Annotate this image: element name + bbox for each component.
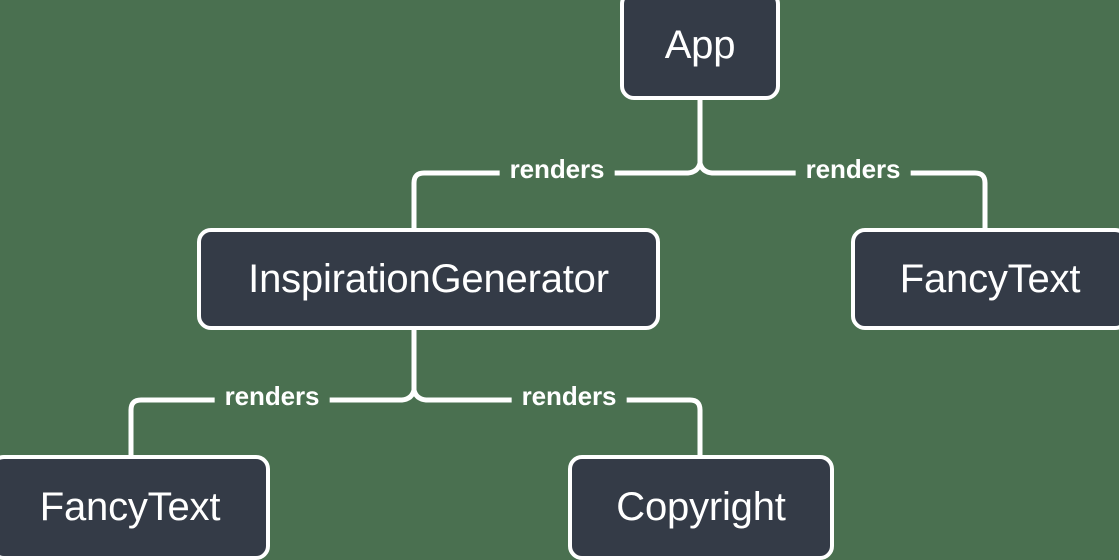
node-inspirationgenerator[interactable]: InspirationGenerator — [197, 228, 660, 330]
node-copyright[interactable]: Copyright — [568, 455, 834, 560]
node-app[interactable]: App — [620, 0, 780, 100]
edge-label-inspirationgenerator-copyright: renders — [511, 383, 627, 409]
node-fancytext-left[interactable]: FancyText — [0, 455, 270, 560]
edge-label-app-fancytext-right: renders — [795, 156, 911, 182]
node-inspirationgenerator-label: InspirationGenerator — [248, 256, 609, 301]
wire-app-to-inspirationgenerator — [411, 170, 430, 230]
edge-label-inspirationgenerator-fancytext-left: renders — [214, 383, 330, 409]
node-app-label: App — [664, 22, 736, 67]
node-fancytext-left-label: FancyText — [39, 485, 221, 529]
node-fancytext-right-label: FancyText — [899, 256, 1081, 301]
node-fancytext-right[interactable]: FancyText — [851, 228, 1119, 330]
node-copyright-label: Copyright — [616, 485, 786, 529]
edge-label-app-inspirationgenerator: renders — [499, 156, 615, 182]
wire-inspirationgenerator-to-copyright — [684, 397, 703, 457]
wire-app-to-fancytext-right — [970, 170, 988, 230]
wire-inspirationgenerator-to-fancytext-left — [128, 397, 150, 457]
